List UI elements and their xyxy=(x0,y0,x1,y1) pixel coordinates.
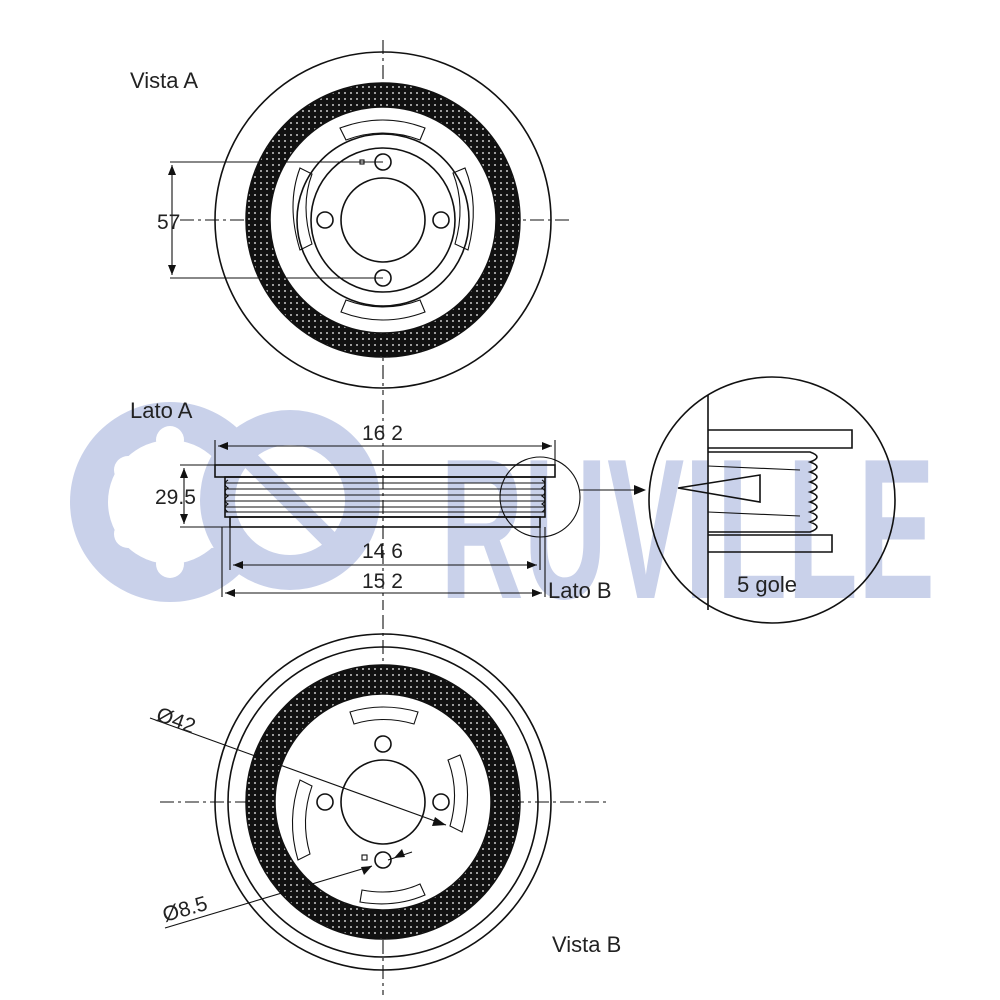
groove-detail: 5 gole xyxy=(648,376,896,624)
hub-diameter-dimension: Ø42 xyxy=(153,703,198,738)
ruville-logo: RUVILLE xyxy=(70,402,935,641)
lato-a-label: Lato A xyxy=(130,398,193,423)
groove-diameter-dimension: 14 6 xyxy=(362,540,403,563)
vista-a-view: 57 Vista A xyxy=(130,40,570,395)
side-view: 16 2 29.5 14 6 15 2 Lato A Lato B xyxy=(130,398,646,610)
outer-diameter-dimension: 16 2 xyxy=(362,422,403,445)
vista-b-label: Vista B xyxy=(552,932,621,957)
grooves-count-label: 5 gole xyxy=(737,572,797,597)
flange-diameter-dimension: 15 2 xyxy=(362,570,403,593)
vista-b-view: Ø42 Ø8.5 Vista B xyxy=(149,615,621,995)
ruville-wordmark: RUVILLE xyxy=(440,418,935,641)
vista-a-label: Vista A xyxy=(130,68,198,93)
width-dimension: 29.5 xyxy=(155,486,196,509)
bolt-spacing-dimension: 57 xyxy=(157,211,180,234)
lato-b-label: Lato B xyxy=(548,578,612,603)
